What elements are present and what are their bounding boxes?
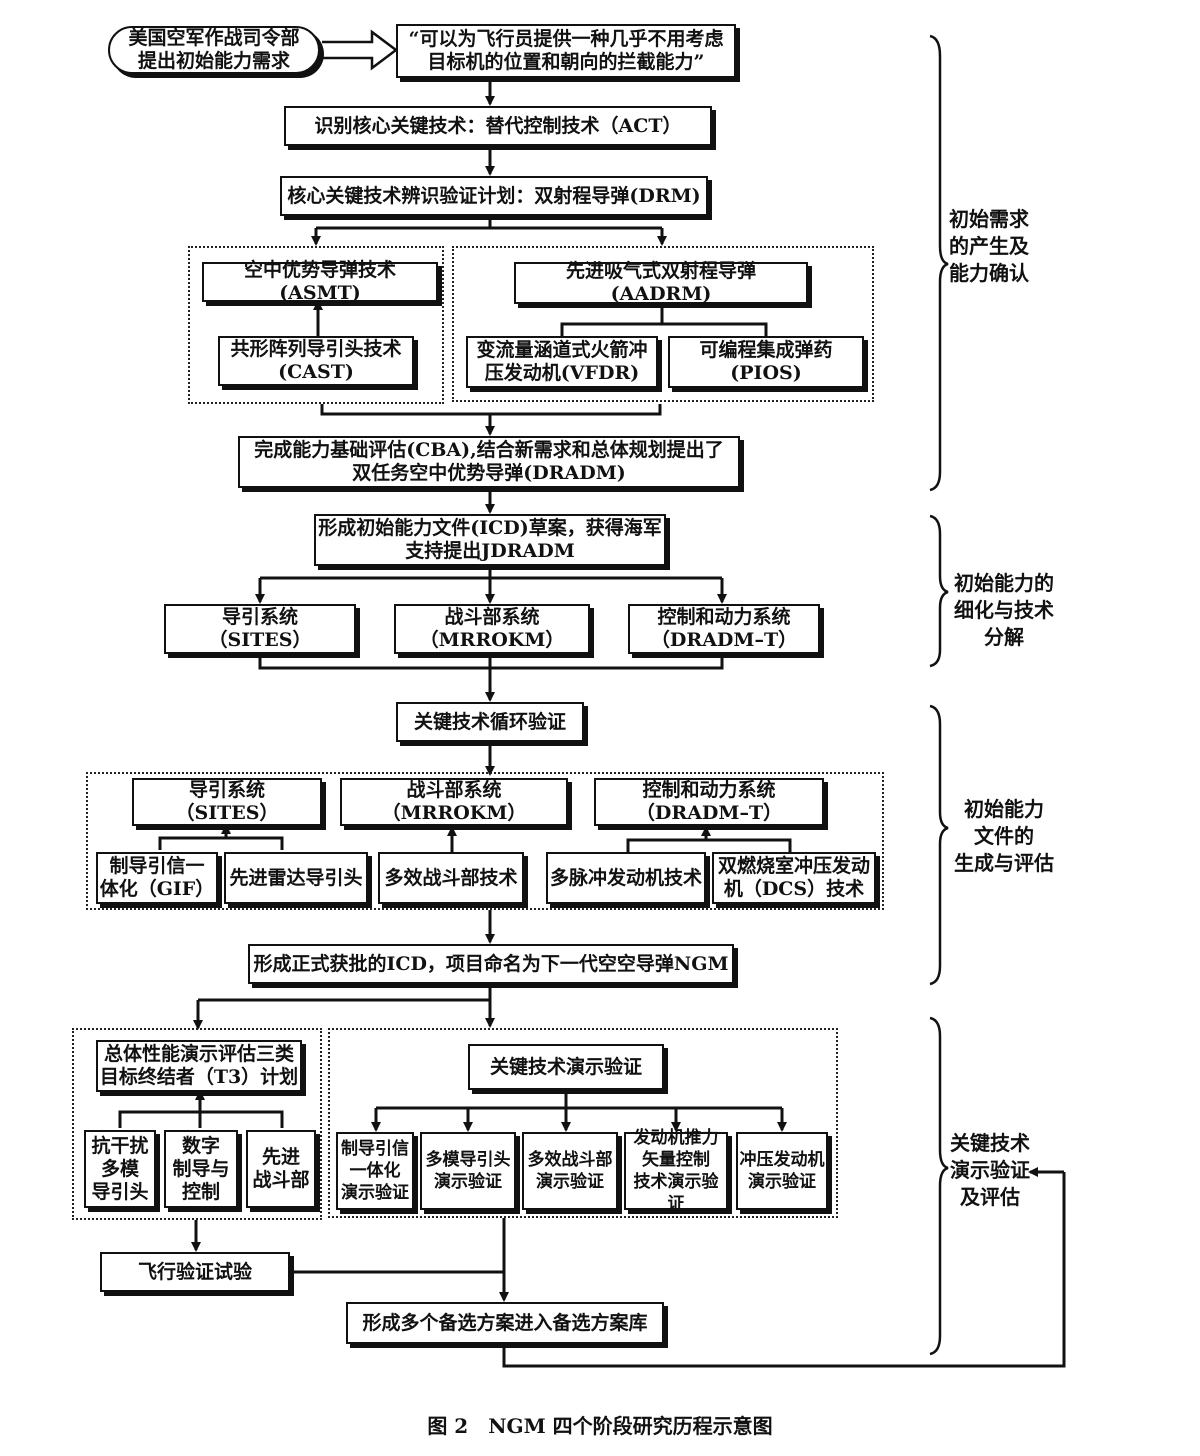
node-gif: 制导引信一 体化（GIF） <box>96 852 218 904</box>
group-aadrm <box>452 246 874 402</box>
node-ngm-icd: 形成正式获批的ICD，项目命名为下一代空空导弹NGM <box>248 944 734 984</box>
node-digital-guidance: 数字 制导与 控制 <box>164 1130 238 1208</box>
node-multi-pulse: 多脉冲发动机技术 <box>546 852 706 904</box>
phase-label-1: 初始需求 的产生及 能力确认 <box>949 207 1029 285</box>
node-flight-test: 飞行验证试验 <box>100 1252 290 1292</box>
node-initial-requirement: 美国空军作战司令部 提出初始能力需求 <box>108 26 320 74</box>
node-drm: 核心关键技术辨识验证计划：双射程导弹(DRM) <box>280 176 708 216</box>
node-act: 识别核心关键技术：替代控制技术（ACT） <box>284 106 712 146</box>
node-dradm-2: 控制和动力系统 （DRADM–T） <box>594 778 824 826</box>
phase-label-2: 初始能力的 细化与技术 分解 <box>954 571 1054 649</box>
node-pios: 可编程集成弹药(PIOS) <box>668 336 864 388</box>
figure-caption: 图 2 NGM 四个阶段研究历程示意图 <box>427 1414 773 1438</box>
demo-multimode-seeker: 多模导引头 演示验证 <box>420 1132 516 1210</box>
node-dcs: 双燃烧室冲压发动 机（DCS）技术 <box>712 852 876 904</box>
node-radar-seeker: 先进雷达导引头 <box>224 852 368 904</box>
group-asmt <box>188 246 444 404</box>
brace-phase-1 <box>929 34 949 492</box>
node-interception-quote: “可以为飞行员提供一种几乎不用考虑 目标机的位置和朝向的拦截能力” <box>396 24 736 78</box>
node-dradm-1: 控制和动力系统 （DRADM–T） <box>628 604 820 654</box>
group-t3 <box>72 1028 322 1220</box>
group-loop <box>86 772 884 910</box>
node-vfdr: 变流量涵道式火箭冲 压发动机(VFDR) <box>466 336 658 388</box>
node-multi-effect-warhead: 多效战斗部技术 <box>378 852 524 904</box>
node-icd-draft: 形成初始能力文件(ICD)草案，获得海军 支持提出JDRADM <box>314 514 666 566</box>
node-sites-1: 导引系统 （SITES） <box>164 604 356 654</box>
node-cast: 共形阵列导引头技术 (CAST) <box>218 336 414 386</box>
brace-phase-3 <box>929 704 949 986</box>
node-mrrokm-1: 战斗部系统 （MRROKM） <box>394 604 590 654</box>
node-advanced-warhead: 先进 战斗部 <box>246 1130 316 1208</box>
demo-multi-effect-warhead: 多效战斗部 演示验证 <box>522 1132 618 1210</box>
node-anti-jam-seeker: 抗干扰 多模 导引头 <box>84 1130 156 1208</box>
brace-phase-2 <box>929 514 949 668</box>
node-cba: 完成能力基础评估(CBA),结合新需求和总体规划提出了 双任务空中优势导弹(DR… <box>238 436 740 488</box>
hollow-arrow <box>322 29 399 71</box>
group-demo <box>328 1028 838 1218</box>
node-alternatives: 形成多个备选方案进入备选方案库 <box>346 1302 664 1344</box>
demo-ramjet: 冲压发动机 演示验证 <box>736 1132 828 1210</box>
node-aadrm: 先进吸气式双射程导弹(AADRM) <box>514 260 808 305</box>
node-asmt: 空中优势导弹技术(ASMT) <box>202 259 438 304</box>
node-t3: 总体性能演示评估三类 目标终结者（T3）计划 <box>96 1040 302 1092</box>
node-mrrokm-2: 战斗部系统 （MRROKM） <box>340 778 568 826</box>
node-sites-2: 导引系统 （SITES） <box>132 778 322 826</box>
phase-label-3: 初始能力 文件的 生成与评估 <box>954 797 1054 875</box>
node-tech-demo: 关键技术演示验证 <box>468 1044 664 1090</box>
node-loop-verify: 关键技术循环验证 <box>396 702 584 742</box>
demo-gif: 制导引信 一体化 演示验证 <box>336 1132 414 1210</box>
phase-label-4: 关键技术 演示验证 及评估 <box>950 1131 1030 1209</box>
brace-phase-4 <box>929 1016 949 1356</box>
demo-thrust-vector: 发动机推力 矢量控制 技术演示验证 <box>624 1128 728 1214</box>
